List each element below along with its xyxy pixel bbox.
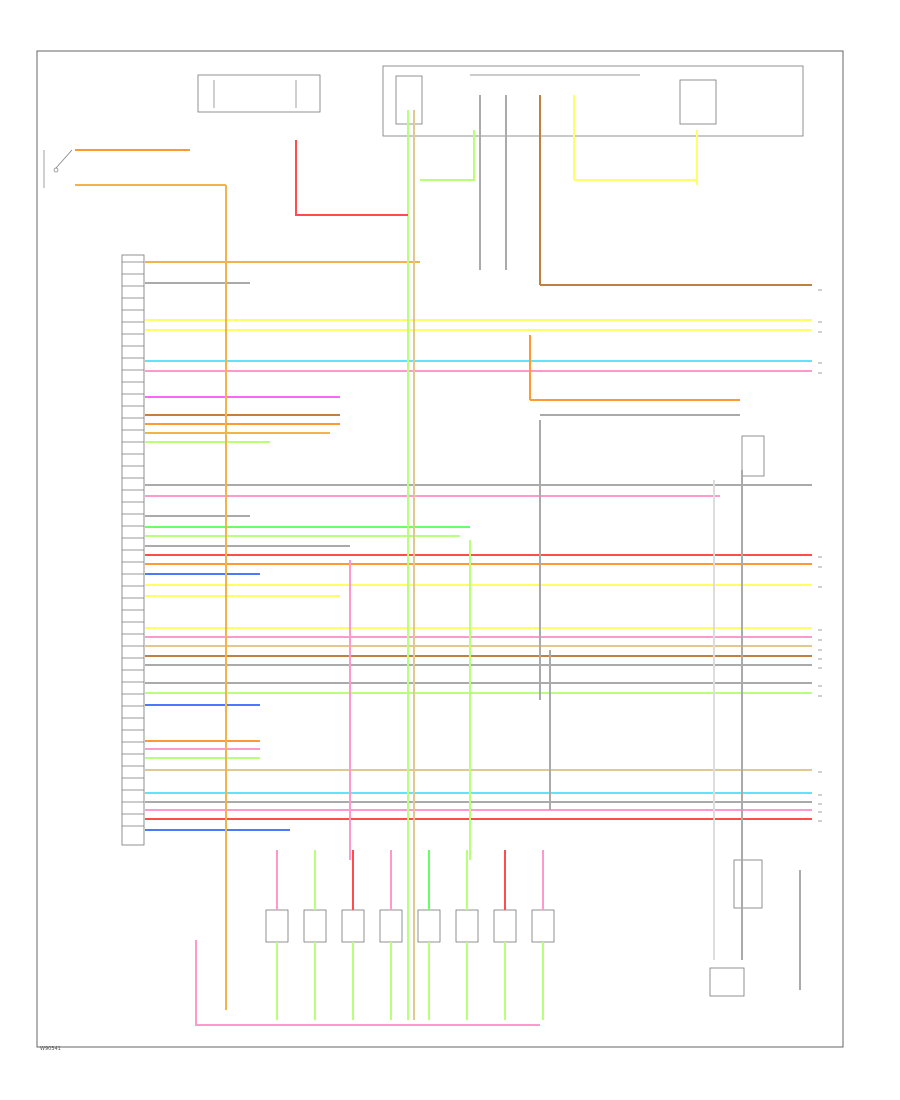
right-side-sensor bbox=[709, 435, 765, 997]
injector-connector bbox=[341, 909, 365, 943]
injector-connector bbox=[417, 909, 441, 943]
wire-bend bbox=[420, 130, 475, 181]
clutch-pedal-switch bbox=[43, 149, 73, 188]
injector-connector bbox=[455, 909, 479, 943]
injector-connector bbox=[493, 909, 517, 943]
injector-connectors bbox=[265, 850, 555, 1020]
right-edge-markers bbox=[818, 289, 822, 822]
wire-runs bbox=[75, 95, 812, 1026]
power-distribution-box bbox=[382, 65, 804, 137]
injector-connector bbox=[531, 909, 555, 943]
wire-bend bbox=[195, 940, 540, 1026]
figure-code: W90341 bbox=[40, 1046, 61, 1052]
pcm-pin-labels bbox=[122, 261, 144, 827]
injector-connector bbox=[379, 909, 403, 943]
injector-connector bbox=[303, 909, 327, 943]
fuse-box bbox=[197, 74, 321, 113]
wire-bend bbox=[295, 140, 408, 216]
injector-connector bbox=[265, 909, 289, 943]
diagram-frame bbox=[36, 50, 844, 1048]
